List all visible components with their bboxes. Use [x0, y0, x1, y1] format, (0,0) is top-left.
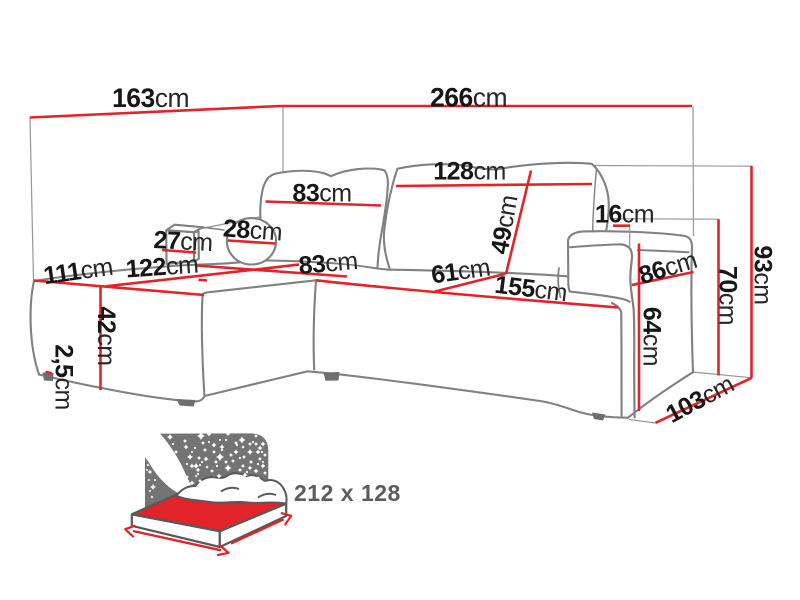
svg-text:111cm: 111cm — [42, 253, 115, 290]
svg-text:266cm: 266cm — [430, 83, 507, 113]
svg-text:70cm: 70cm — [714, 266, 742, 325]
svg-text:42cm: 42cm — [92, 306, 120, 365]
svg-text:155cm: 155cm — [493, 271, 568, 308]
svg-text:83cm: 83cm — [297, 247, 358, 280]
svg-text:16cm: 16cm — [595, 201, 654, 229]
svg-text:2,5cm: 2,5cm — [50, 344, 78, 410]
svg-text:163cm: 163cm — [112, 83, 189, 113]
svg-text:49cm: 49cm — [486, 193, 524, 256]
svg-text:83cm: 83cm — [292, 180, 351, 208]
svg-text:128cm: 128cm — [433, 158, 506, 186]
svg-text:64cm: 64cm — [638, 307, 666, 366]
svg-text:212 x 128: 212 x 128 — [294, 480, 401, 506]
svg-text:28cm: 28cm — [222, 214, 283, 246]
svg-text:27cm: 27cm — [153, 226, 214, 257]
svg-text:61cm: 61cm — [429, 254, 491, 290]
svg-text:93cm: 93cm — [749, 245, 777, 304]
svg-text:122cm: 122cm — [125, 251, 199, 284]
